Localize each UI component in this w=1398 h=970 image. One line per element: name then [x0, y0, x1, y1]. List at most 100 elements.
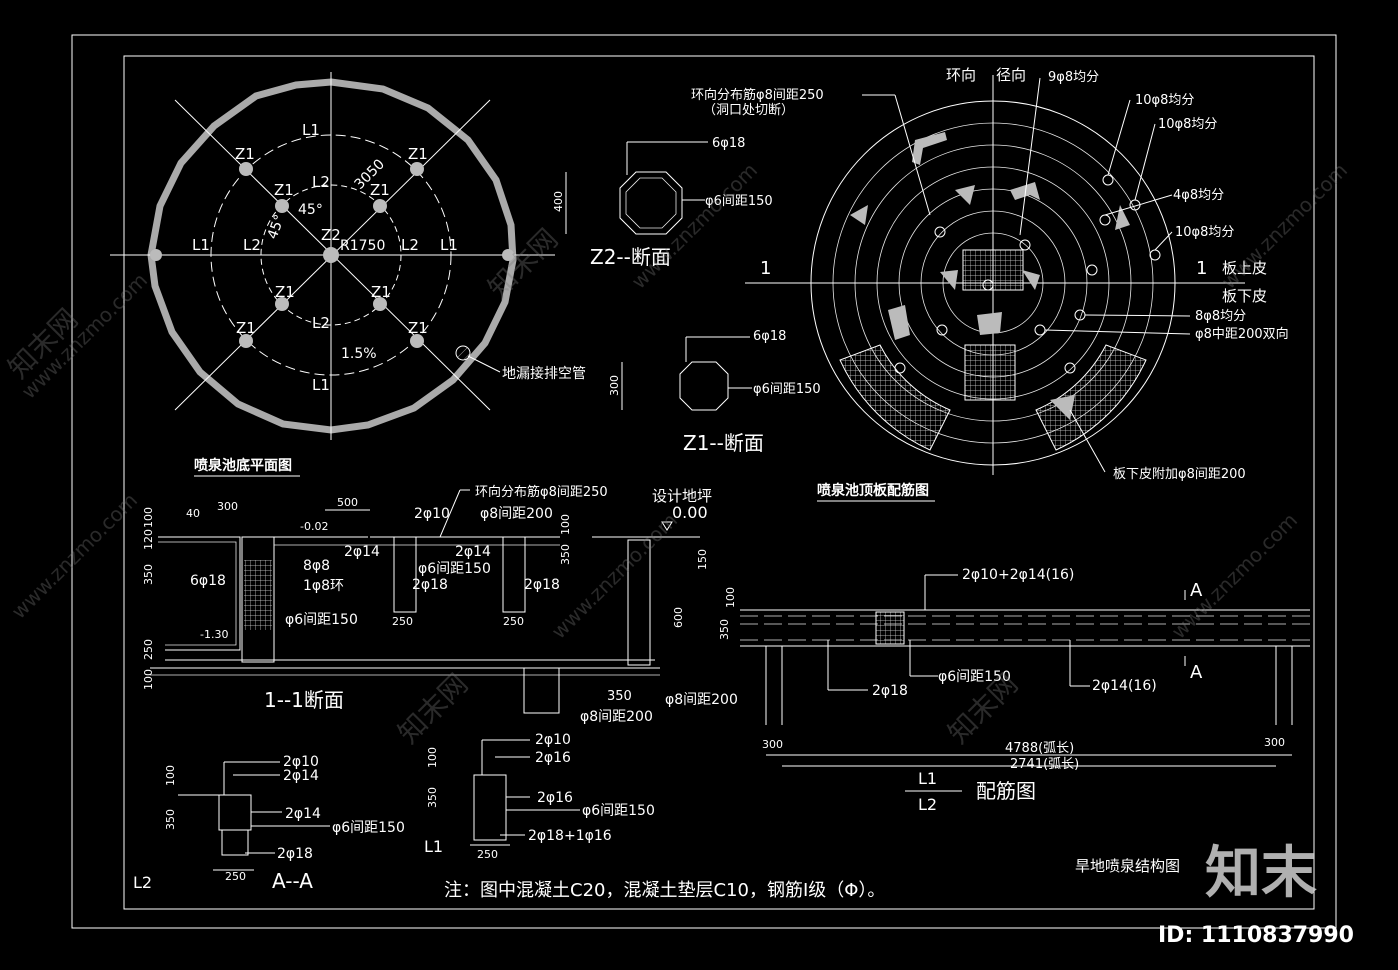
label-l2: L2	[243, 236, 261, 254]
column-z1	[275, 199, 289, 213]
label-slope: 1.5%	[341, 346, 377, 362]
beam-title: 配筋图	[976, 779, 1036, 803]
label-z1: Z1	[236, 319, 256, 337]
label-l2: L2	[312, 314, 330, 332]
section-outline	[158, 536, 241, 651]
label-r3: 10φ8均分	[1158, 117, 1217, 132]
label-drain: 地漏接排空管	[502, 365, 586, 382]
opening	[955, 185, 975, 205]
opening	[850, 205, 868, 225]
hole	[936, 324, 948, 336]
s-lvl1: -0.02	[300, 520, 328, 533]
s-8p8: 8φ8	[303, 558, 330, 574]
label-z1: Z1	[275, 283, 295, 301]
aa-title: A--A	[272, 869, 313, 893]
z1-dim-label: 300	[608, 375, 621, 396]
opening	[1022, 270, 1040, 290]
top-plan-title: 喷泉池顶板配筋图	[817, 482, 929, 499]
s-p8-200b: φ8间距200	[665, 692, 738, 708]
l1-d250: 250	[477, 848, 498, 861]
beam-arc2: 2741(弧长)	[1010, 757, 1079, 772]
s-d300: 300	[217, 500, 238, 513]
label-top-skin: 板上皮	[1222, 259, 1267, 277]
s-p8-200: φ8间距200	[480, 506, 553, 522]
hole	[1102, 174, 1114, 186]
aa-section: 2φ10 2φ14 2φ14 φ6间距150 2φ18 100 350 250 …	[133, 754, 405, 893]
l1-label: L1	[424, 837, 443, 856]
s-6p18: 6φ18	[190, 573, 226, 589]
column-z1	[410, 334, 424, 348]
aa-beam	[218, 794, 252, 831]
s-2p18b: 2φ18	[524, 577, 560, 593]
label-sec-right: 1	[1196, 258, 1207, 279]
label-bottom-skin: 板下皮	[1222, 287, 1267, 305]
s-ring: 环向分布筋φ8间距250	[475, 484, 608, 500]
s-d500: 500	[337, 496, 358, 509]
section-outline	[158, 541, 237, 646]
drawing-note: 注：图中混凝土C20，混凝土垫层C10，钢筋I级（Φ）。	[444, 880, 885, 901]
s-ground: 设计地坪	[652, 487, 712, 505]
s-d350: 350	[142, 564, 155, 585]
beam-b2: 2φ14(16)	[1092, 678, 1157, 694]
beam-a2-label: A	[1190, 662, 1203, 683]
pool-bottom-plan: Z1 Z1 Z1 Z1 Z1 Z1 Z1 Z1 Z2 L1 L2 L1 L2 L…	[110, 72, 586, 477]
label-r1750: R1750	[340, 238, 385, 254]
s-2p10: 2φ10	[414, 506, 450, 522]
outer-border	[71, 34, 1337, 929]
s-2p18a: 2φ18	[412, 577, 448, 593]
s-d150: 150	[696, 549, 709, 570]
label-r5: 10φ8均分	[1175, 225, 1234, 240]
label-l2: L2	[312, 173, 330, 191]
column-z1	[410, 162, 424, 176]
watermark-cn: 知末网	[392, 667, 475, 750]
hole	[1019, 239, 1031, 251]
label-l1: L1	[192, 236, 210, 254]
z2-title: Z2--断面	[590, 245, 671, 269]
column-z2	[323, 247, 339, 263]
column-z1	[239, 334, 253, 348]
s-d250a: 250	[392, 615, 413, 628]
section-1-1: 环向分布筋φ8间距250 设计地坪 0.00 -0.02 -1.30 500 3…	[142, 484, 738, 725]
aa-d250: 250	[225, 870, 246, 883]
label-45: 45°	[265, 213, 289, 242]
label-45: 45°	[298, 202, 323, 218]
label-z2: Z2	[321, 226, 341, 244]
l1-section: 2φ10 2φ16 2φ16 φ6间距150 2φ18+1φ16 100 350…	[424, 732, 655, 861]
plan-title: 喷泉池底平面图	[194, 457, 292, 474]
opening	[1050, 395, 1075, 420]
s-lvl2: -1.30	[200, 628, 228, 641]
beam-d100: 100	[724, 587, 737, 608]
beam-arc1: 4788(弧长)	[1005, 741, 1074, 756]
opening	[1115, 205, 1130, 230]
z2-bar: 6φ18	[712, 136, 745, 151]
leader	[1107, 99, 1131, 176]
watermark-cn: 知末网	[482, 222, 565, 305]
label-ring-bar: 环向分布筋φ8间距250	[691, 87, 824, 103]
column-z1	[275, 297, 289, 311]
label-r2: 10φ8均分	[1135, 93, 1194, 108]
aa-b1: 2φ10	[283, 754, 319, 770]
hole	[982, 279, 994, 291]
drain-leader	[467, 355, 501, 373]
watermark-site: www.znzmo.com	[1217, 158, 1353, 294]
wall-right	[627, 539, 651, 666]
l1-b3: 2φ16	[537, 790, 573, 806]
beam-l1: L1	[918, 769, 937, 788]
plan-columns	[150, 162, 514, 348]
label-l2: L2	[401, 236, 419, 254]
l1-b4: 2φ18+1φ16	[528, 828, 612, 844]
leader	[1044, 329, 1191, 335]
sump	[523, 667, 560, 714]
aa-d350: 350	[164, 809, 177, 830]
beam-stirrup-zone	[875, 611, 905, 645]
label-ring-bar-note: （洞口处切断）	[703, 103, 794, 118]
leader	[1084, 314, 1191, 317]
beam-b1: 2φ18	[872, 683, 908, 699]
s-d350b: 350	[559, 544, 572, 565]
hole	[894, 362, 906, 374]
leader	[1069, 409, 1106, 473]
label-b2: φ8中距200双向	[1195, 326, 1289, 342]
label-l1: L1	[312, 376, 330, 394]
opening	[888, 305, 910, 340]
